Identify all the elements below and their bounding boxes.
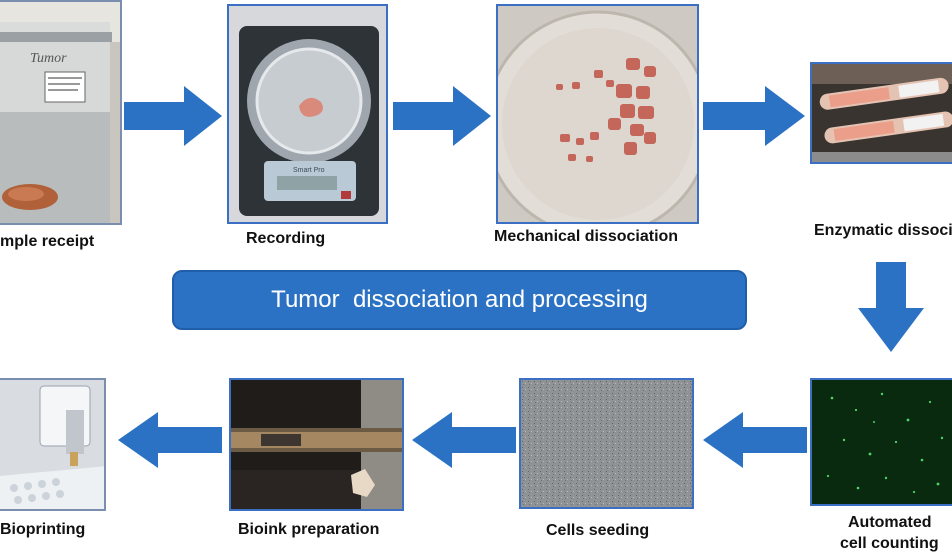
arrow-right-3	[703, 86, 805, 146]
label-mechanical-dissociation: Mechanical dissociation	[494, 228, 679, 245]
bioink-preparation-photo	[229, 378, 404, 511]
cells-image	[521, 380, 692, 507]
label-bioink-preparation: Bioink preparation	[238, 521, 380, 538]
scale-image: Smart Pro	[229, 6, 386, 222]
jar-image: Tumor	[0, 2, 120, 223]
arrow-left-2	[412, 412, 516, 468]
jar-label-text: Tumor	[30, 51, 67, 66]
label-recording: Recording	[246, 230, 326, 247]
sample-receipt-photo: Tumor	[0, 0, 122, 225]
enzymatic-dissociation-photo	[810, 62, 952, 164]
cell-counting-photo	[810, 378, 952, 506]
bioink-image	[231, 380, 402, 509]
arrow-right-1	[124, 86, 222, 146]
arrow-left-1	[703, 412, 807, 468]
label-bioprinting: Bioprinting	[0, 521, 86, 538]
tubes-image	[812, 64, 952, 162]
arrow-left-3	[118, 412, 222, 468]
mechanical-dissociation-photo	[496, 4, 699, 224]
process-title-banner: Tumor dissociation and processing	[172, 270, 747, 330]
cells-seeding-photo	[519, 378, 694, 509]
scale-brand-text: Smart Pro	[293, 167, 325, 174]
label-sample-receipt: mple receipt	[0, 233, 95, 250]
petri-dish-image	[498, 6, 697, 222]
arrow-right-2	[393, 86, 491, 146]
arrow-down	[858, 262, 924, 352]
fluorescence-image	[812, 380, 952, 504]
label-cells-seeding: Cells seeding	[546, 522, 650, 539]
bioprinting-photo	[0, 378, 106, 511]
label-enzymatic-dissociation: Enzymatic dissoci	[814, 222, 952, 239]
bioprinter-image	[0, 380, 104, 509]
recording-photo: Smart Pro	[227, 4, 388, 224]
label-automated: Automated	[848, 514, 932, 531]
label-cell-counting: cell counting	[840, 535, 939, 552]
